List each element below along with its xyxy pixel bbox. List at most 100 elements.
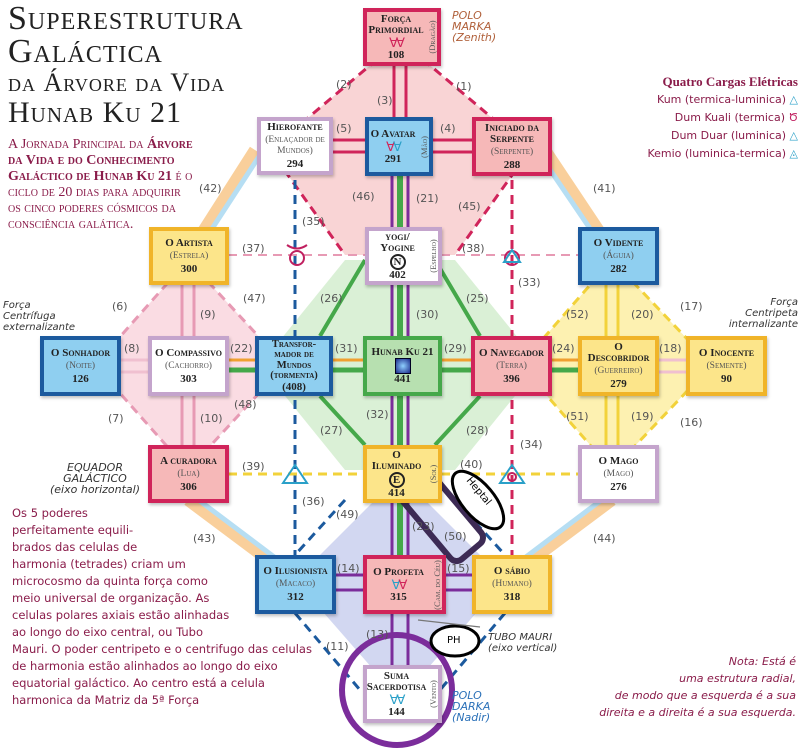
connection-label: (16) [680, 416, 703, 429]
cell-hierofante[interactable]: Hierofante(Enlaçador de Mundos)294 [257, 117, 333, 175]
triangle-torus-icon [498, 463, 526, 484]
label-line: GALÁCTICO [63, 472, 127, 485]
legend-item-kemio: Kemio (luminica-termica) ◬ [647, 147, 798, 160]
connection-label: (31) [335, 342, 358, 355]
connection-label: (35) [302, 215, 325, 228]
cell-profeta[interactable]: O Profeta∀∀315(Cam. do Céu) [363, 555, 446, 614]
cell-num: 279 [610, 378, 627, 390]
rainbow-edges [182, 146, 620, 585]
label-line: ∀ [393, 138, 402, 154]
connection-label: (24) [552, 342, 575, 355]
connection-label: (51) [566, 410, 589, 423]
label-line: POLO [452, 689, 482, 702]
torus-in-triangle-icon: ◬ [789, 147, 798, 160]
cell-navegador[interactable]: O Navegador(Terra)396 [471, 336, 552, 396]
cell-avatar[interactable]: O Avatar∀∀291(Mão) [365, 117, 433, 176]
connection-label: (41) [593, 182, 616, 195]
cell-nm: O Vidente [593, 236, 644, 249]
label-line: internalizante [728, 319, 798, 330]
connection-label: (23) [412, 520, 435, 533]
cell-nm: Suma Sacerdotisa [366, 669, 427, 693]
connection-label: (14) [337, 562, 360, 575]
label-line: Nota: Está é [728, 655, 796, 668]
cell-num: 294 [286, 158, 304, 170]
cell-iniciado-serpente[interactable]: Iniciado da Serpente(Serpente)288 [472, 117, 552, 176]
triangle-icon: △ [789, 129, 798, 142]
label-line: Centrífuga [3, 311, 56, 322]
cell-num: 288 [503, 158, 521, 171]
legend-item-dum-duar: Dum Duar (luminica) △ [670, 129, 798, 142]
cell-curadora[interactable]: A curadora(Lua)306 [148, 445, 229, 503]
connection-label: (32) [366, 408, 389, 421]
connection-label: (40) [460, 458, 483, 471]
cell-vidente[interactable]: O Vidente(Águia)282 [578, 227, 659, 285]
label-line: externalizante [3, 322, 76, 333]
cell-forca-primordial[interactable]: Força Primordial∀∀108 (Dragão) [363, 8, 441, 66]
cell-side: (Dragão) [427, 20, 437, 54]
connection-label: (34) [520, 438, 543, 451]
cell-nm: O Artista [165, 236, 213, 249]
cell-num: 282 [610, 262, 627, 275]
cell-side: (Espelho) [428, 239, 438, 273]
connection-label: (11) [326, 640, 349, 653]
cell-num: 108 [387, 48, 405, 61]
cell-nm: Força Primordial [368, 12, 424, 36]
connection-label: (50) [444, 530, 467, 543]
cell-num: 144 [388, 705, 405, 718]
cell-nm: yogi/ Yogine [380, 230, 415, 254]
cell-nm: O Inocente [698, 346, 755, 359]
label-line: POLO [452, 9, 482, 22]
cell-side: (Sol) [428, 464, 438, 484]
cell-num: 126 [72, 372, 89, 385]
galaxy-icon [394, 358, 411, 374]
cell-num: 396 [503, 372, 520, 385]
triangle-icon [281, 463, 309, 484]
connection-label: (37) [242, 242, 265, 255]
connection-label: (48) [234, 398, 257, 411]
cell-sabio[interactable]: O sábio(Humano)318 [472, 555, 552, 614]
cell-nm: O Avatar [370, 127, 416, 140]
cell-artista[interactable]: O Artista(Estrela)300 [149, 227, 229, 285]
connection-label: (20) [631, 308, 654, 321]
cell-suma-sacerdotisa[interactable]: Suma Sacerdotisa∀∀144(Vento) [363, 665, 442, 723]
heptal-ellipse [450, 469, 506, 531]
torus-icon: Ծ [788, 111, 799, 124]
connection-label: (1) [456, 80, 472, 93]
cell-compassivo[interactable]: O Compassivo(Cachorro)303 [148, 336, 229, 396]
cell-mago[interactable]: O Mago(Mago)276 [578, 445, 659, 503]
cell-descobridor[interactable]: O Descobridor(Guerreiro)279 [578, 336, 659, 396]
connection-label: (49) [336, 508, 359, 521]
cell-transformador[interactable]: Transfor-mador de Mundos (tormenta)(408) [255, 336, 333, 396]
cell-num: 276 [610, 480, 627, 493]
connection-label: (25) [466, 292, 489, 305]
connection-label: (15) [447, 562, 470, 575]
connection-label: (28) [466, 424, 489, 437]
connection-label: (45) [458, 200, 481, 213]
cell-num: 306 [180, 480, 197, 493]
legend-item-kum: Kum (termica-luminica) △ [657, 93, 798, 106]
label-line: de modo que a esquerda é a sua [614, 689, 796, 702]
tubo-mauri-arrow [417, 619, 481, 628]
cell-side: (Cam. do Céu) [432, 559, 442, 610]
cell-inocente[interactable]: O Inocente(Semente)90 [686, 336, 767, 396]
cell-circ: E [388, 471, 405, 488]
glyph-icon: ∀∀ [389, 34, 405, 50]
label-line: Força [3, 300, 31, 311]
cell-num: 291 [384, 152, 402, 165]
cell-ilusionista[interactable]: O Ilusionista(Macaco)312 [255, 555, 336, 614]
cell-nm: Transfor-mador de Mundos (tormenta) [270, 338, 318, 382]
cell-sub: (Humano) [492, 579, 532, 589]
label-line: Força [770, 297, 798, 308]
tubo-mauri-label: TUBO MAURI(eixo vertical) [488, 632, 557, 654]
cell-sub: (Mago) [603, 468, 634, 479]
cell-sub: (Terra) [496, 360, 527, 371]
label-line: ∀ [398, 576, 408, 592]
cell-nm: O Ilusionista [263, 565, 328, 577]
cell-sonhador[interactable]: O Sonhador(Noite)126 [40, 336, 121, 396]
